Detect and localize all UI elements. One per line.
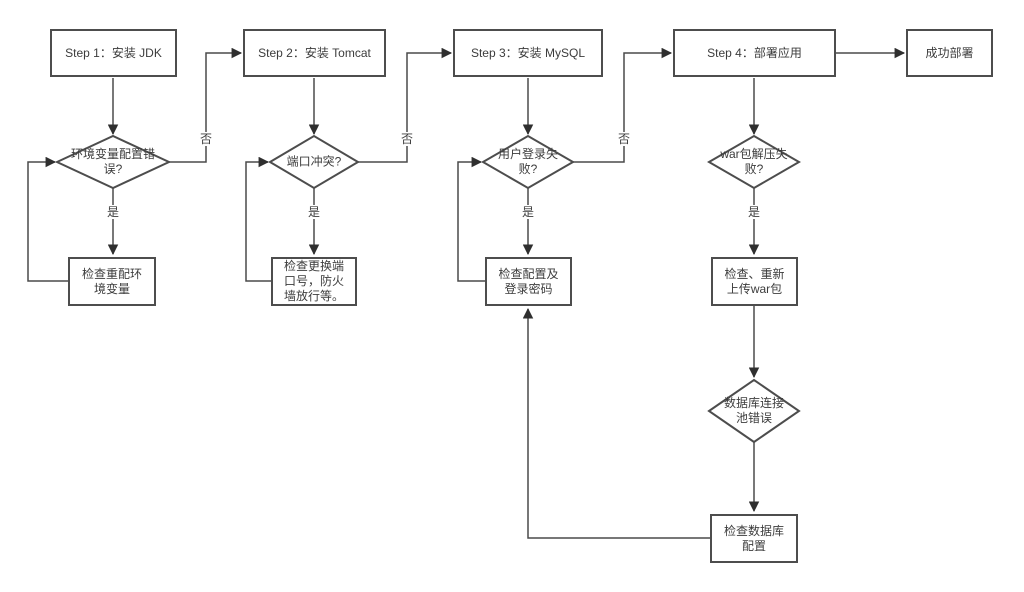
node-fix-env: 检查重配环境变量 <box>68 257 156 306</box>
edge-fix-env-loop-to-d-env <box>27 156 68 282</box>
node-step2: Step 2：安装 Tomcat <box>243 29 386 77</box>
node-fix-war-label: 检查、重新上传war包 <box>724 266 785 296</box>
decision-login-fail-label: 用户登录失败? <box>497 147 558 176</box>
node-fix-port: 检查更换端口号，防火墙放行等。 <box>271 257 357 306</box>
decision-pool-error-label: 数据库连接池错误 <box>723 396 784 425</box>
edge-label-no-2: 否 <box>398 132 416 146</box>
node-fix-port-label: 检查更换端口号，防火墙放行等。 <box>283 259 344 303</box>
node-step2-label: Step 2：安装 Tomcat <box>258 45 371 60</box>
edge-label-yes-3: 是 <box>519 205 537 219</box>
decision-pool-error-shape <box>707 378 801 444</box>
edge-label-yes-4: 是 <box>745 205 763 219</box>
node-fix-db-label: 检查数据库配置 <box>723 523 784 553</box>
node-step1-label: Step 1：安装 JDK <box>65 45 162 60</box>
node-step4: Step 4：部署应用 <box>673 29 836 77</box>
decision-port-conflict-label: 端口冲突? <box>286 154 342 169</box>
node-success: 成功部署 <box>906 29 993 77</box>
node-step3-label: Step 3：安装 MySQL <box>470 45 586 60</box>
node-success-label: 成功部署 <box>925 45 974 60</box>
edge-label-no-3: 否 <box>615 132 633 146</box>
decision-env-error-shape <box>54 134 172 190</box>
edge-label-yes-1: 是 <box>104 205 122 219</box>
node-step4-label: Step 4：部署应用 <box>707 45 802 60</box>
node-fix-login-label: 检查配置及登录密码 <box>498 266 559 296</box>
edge-fix-db-loop-to-fix-login <box>522 307 710 539</box>
decision-war-fail-label: war包解压失败? <box>720 147 788 176</box>
edge-fix-port-loop-to-d-port <box>245 156 271 282</box>
edge-fix-login-loop-to-d-login <box>457 156 485 282</box>
node-fix-war: 检查、重新上传war包 <box>711 257 798 306</box>
node-fix-env-label: 检查重配环境变量 <box>81 266 142 296</box>
edge-d-port-no-to-step3 <box>358 47 453 163</box>
node-fix-db: 检查数据库配置 <box>710 514 798 563</box>
edge-label-yes-2: 是 <box>305 205 323 219</box>
node-fix-login: 检查配置及登录密码 <box>485 257 572 306</box>
node-step3: Step 3：安装 MySQL <box>453 29 603 77</box>
decision-env-error-label: 环境变量配置错误? <box>70 147 155 176</box>
decision-war-fail-shape <box>707 134 801 190</box>
edge-d-login-no-to-step4 <box>573 47 673 163</box>
decision-login-fail-shape <box>481 134 575 190</box>
node-step1: Step 1：安装 JDK <box>50 29 177 77</box>
edge-label-no-1: 否 <box>197 132 215 146</box>
edge-d-env-no-to-step2 <box>169 47 243 163</box>
decision-port-conflict-shape <box>268 134 360 190</box>
